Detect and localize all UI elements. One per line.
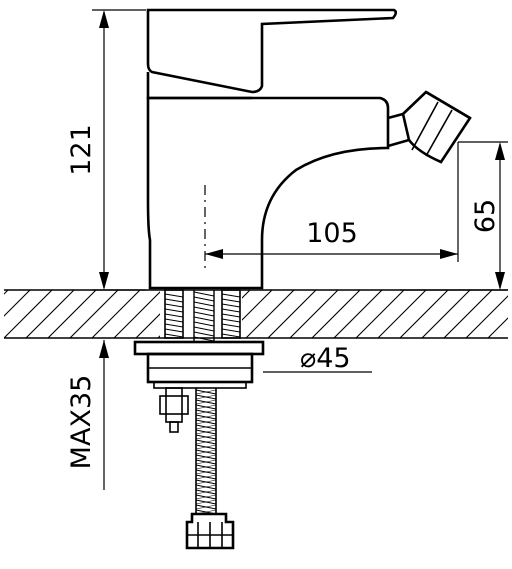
dimension-max-deck-thickness: MAX35: [66, 340, 109, 490]
dim-label-max-deck-thickness: MAX35: [66, 375, 97, 470]
dimension-overall-height: 121: [66, 9, 146, 291]
dim-label-spout-height: 65: [470, 199, 501, 233]
dim-label-base-diameter: ⌀45: [300, 343, 351, 374]
dimension-base-diameter: ⌀45: [263, 343, 372, 374]
fixing-assembly: [133, 289, 265, 550]
dim-label-spout-reach: 105: [306, 218, 358, 249]
swivel-nozzle: [387, 90, 472, 164]
hose-connector-nut: [185, 512, 235, 550]
dim-label-overall-height: 121: [66, 124, 97, 176]
cartridge-collar: [146, 72, 252, 100]
threaded-stud: [165, 387, 183, 423]
lever-handle: [146, 8, 398, 94]
flexible-hose: [195, 388, 217, 515]
countertop-hatching: [4, 290, 508, 338]
faucet-body: [146, 8, 398, 290]
fixing-plate: [133, 340, 265, 356]
countertop-section: [4, 289, 508, 339]
main-body: [146, 96, 390, 290]
dimension-spout-reach: 105: [205, 142, 459, 262]
dimension-spout-height: 65: [400, 141, 508, 291]
